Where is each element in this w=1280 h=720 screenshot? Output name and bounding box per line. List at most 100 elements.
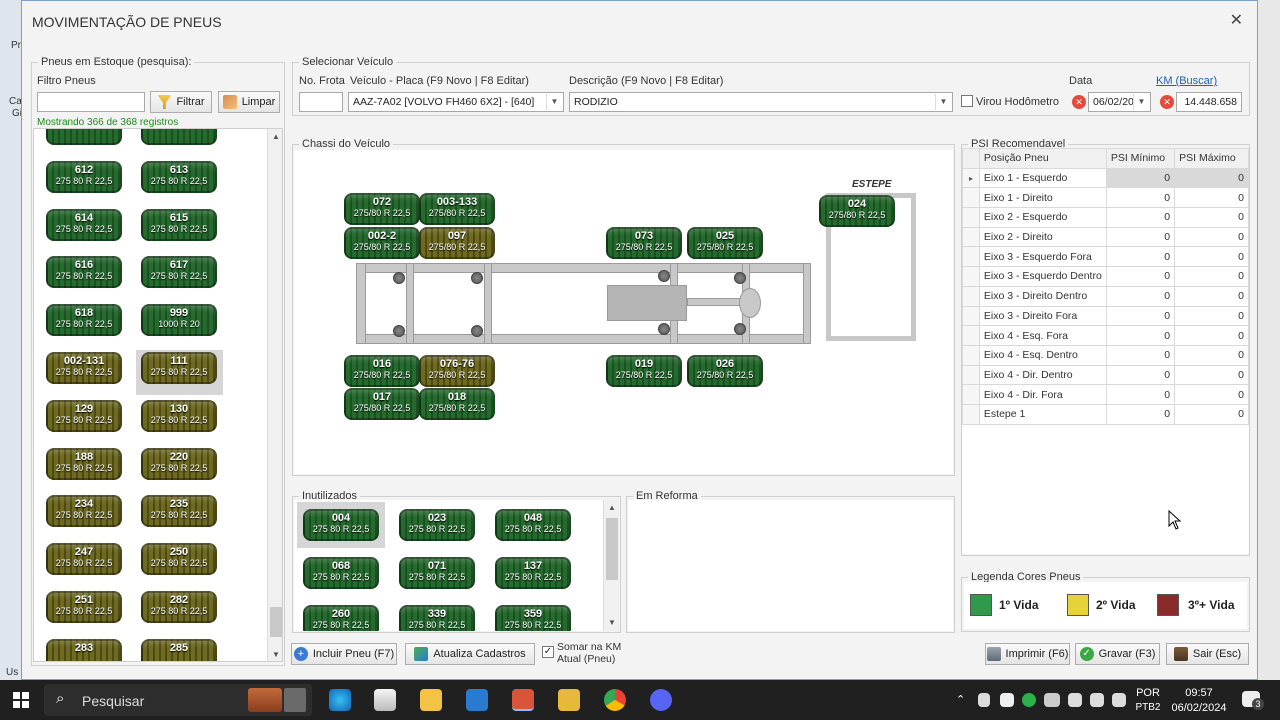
mail-icon[interactable]	[466, 689, 488, 711]
scroll-thumb[interactable]	[606, 518, 618, 580]
tray-volume-icon[interactable]	[1112, 693, 1126, 707]
cell-position[interactable]: Eixo 3 - Esquerdo Fora	[978, 246, 1107, 268]
sair-button[interactable]: Sair (Esc)	[1166, 643, 1249, 665]
imprimir-button[interactable]: Imprimir (F6)	[985, 643, 1070, 665]
coins-icon[interactable]	[558, 689, 580, 711]
chevron-down-icon[interactable]: ▼	[546, 94, 562, 110]
store-icon[interactable]	[374, 689, 396, 711]
clock-time[interactable]: 09:57	[1185, 687, 1213, 699]
chevron-down-icon[interactable]: ▼	[1133, 94, 1149, 110]
cell-psi-max[interactable]: 0	[1174, 167, 1249, 189]
row-indicator[interactable]	[962, 187, 980, 209]
frota-input[interactable]	[299, 92, 343, 112]
row-pointer-icon[interactable]: ▸	[962, 167, 980, 189]
col-header-psi-min[interactable]: PSI Mínimo	[1105, 148, 1176, 169]
col-header-psi-max[interactable]: PSI Máximo	[1174, 148, 1249, 169]
cell-position[interactable]: Eixo 4 - Esq. Fora	[978, 325, 1107, 346]
cell-position[interactable]: Eixo 4 - Esq. Dentro	[978, 344, 1107, 366]
row-indicator[interactable]	[962, 384, 980, 405]
cell-position[interactable]: Eixo 3 - Esquerdo Dentro	[978, 266, 1107, 287]
date-input[interactable]: 06/02/20 ▼	[1088, 92, 1151, 112]
cell-position[interactable]: Eixo 3 - Direito Dentro	[978, 285, 1107, 307]
col-header-position[interactable]: Posição Pneu	[978, 148, 1107, 169]
cell-psi-max[interactable]: 0	[1174, 207, 1249, 228]
cell-psi-min[interactable]: 0	[1105, 384, 1176, 405]
windows-start-icon[interactable]	[13, 692, 29, 708]
cell-psi-max[interactable]: 0	[1174, 403, 1249, 425]
taskbar-search[interactable]: ⌕ Pesquisar	[44, 684, 312, 716]
tray-chevron-up-icon[interactable]: ⌃	[956, 694, 966, 706]
scroll-thumb[interactable]	[270, 607, 282, 637]
cell-psi-max[interactable]: 0	[1174, 344, 1249, 366]
clock-date[interactable]: 06/02/2024	[1171, 702, 1227, 714]
clear-button[interactable]: Limpar	[218, 91, 280, 113]
row-indicator[interactable]	[962, 226, 980, 248]
atualiza-cadastros-button[interactable]: Atualiza Cadastros	[405, 643, 535, 665]
cell-position[interactable]: Eixo 2 - Direito	[978, 226, 1107, 248]
km-input[interactable]: 14.448.658	[1176, 92, 1242, 112]
cell-position[interactable]: Eixo 4 - Dir. Dentro	[978, 364, 1107, 386]
row-indicator[interactable]	[962, 344, 980, 366]
tray-discord-icon[interactable]	[1000, 693, 1014, 707]
row-indicator[interactable]	[962, 403, 980, 425]
gravar-button[interactable]: ✓ Gravar (F3)	[1075, 643, 1160, 665]
row-indicator[interactable]	[962, 305, 980, 327]
chrome-icon[interactable]	[604, 689, 626, 711]
desc-select[interactable]: RODIZIO ▼	[569, 92, 953, 112]
cell-psi-max[interactable]: 0	[1174, 226, 1249, 248]
lang-secondary[interactable]: PTB2	[1135, 702, 1161, 713]
row-indicator[interactable]	[962, 364, 980, 386]
tire-card[interactable]: 285	[141, 638, 217, 661]
scroll-up-icon[interactable]: ▲	[272, 132, 280, 141]
incluir-pneu-button[interactable]: + Incluir Pneu (F7)	[291, 643, 397, 665]
cell-position[interactable]: Eixo 2 - Esquerdo	[978, 207, 1107, 228]
cell-psi-max[interactable]: 0	[1174, 187, 1249, 209]
inutilizados-scrollbar[interactable]: ▲ ▼	[603, 500, 619, 631]
close-icon[interactable]: ✕	[1229, 12, 1243, 29]
cell-psi-min[interactable]: 0	[1105, 364, 1176, 386]
cell-psi-min[interactable]: 0	[1105, 167, 1176, 189]
filter-button[interactable]: Filtrar	[150, 91, 212, 113]
cell-psi-max[interactable]: 0	[1174, 246, 1249, 268]
filter-input[interactable]	[37, 92, 145, 112]
km-buscar-link[interactable]: KM (Buscar)	[1156, 75, 1218, 87]
stock-scrollbar[interactable]: ▲ ▼	[267, 129, 282, 661]
row-indicator[interactable]	[962, 285, 980, 307]
cell-position[interactable]: Estepe 1	[978, 403, 1107, 425]
row-indicator[interactable]	[962, 266, 980, 287]
